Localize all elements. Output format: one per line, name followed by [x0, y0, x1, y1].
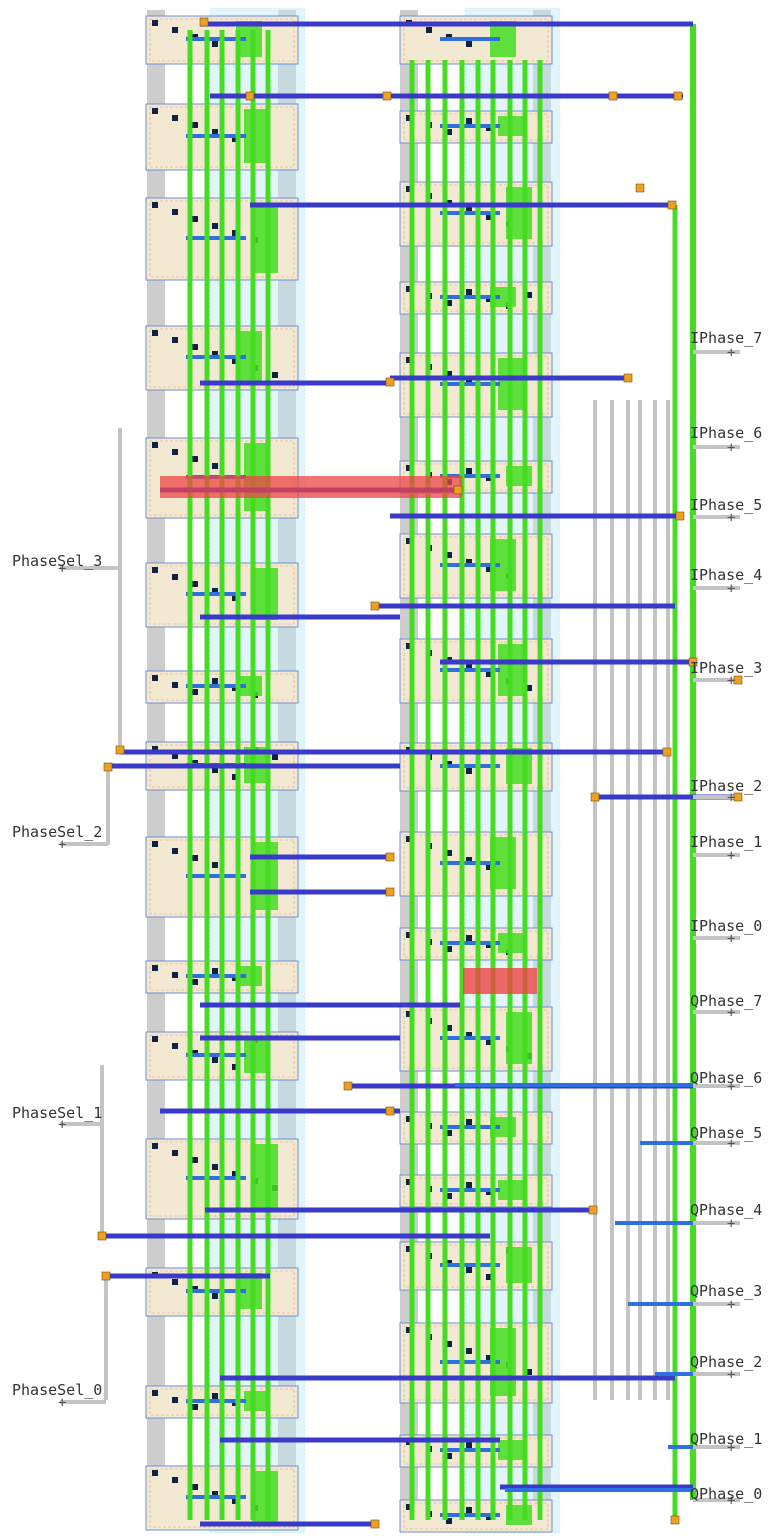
- pin-cross-marker: +: [727, 581, 735, 597]
- via: [103, 762, 113, 772]
- via: [370, 601, 380, 611]
- highlighted-net: [463, 968, 537, 994]
- via: [245, 91, 255, 101]
- pin-cross-marker: +: [727, 440, 735, 456]
- via: [382, 91, 392, 101]
- pin-cross-marker: +: [727, 1136, 735, 1152]
- via: [673, 91, 683, 101]
- pin-stubs: + + + + + + + + + + + + + + + + + + + +: [58, 345, 735, 1509]
- via: [343, 1081, 353, 1091]
- pin-label-iphase-3: IPhase_3: [690, 659, 763, 677]
- pin-label-qphase-1: QPhase_1: [690, 1430, 763, 1448]
- pin-label-qphase-6: QPhase_6: [690, 1069, 763, 1087]
- via: [385, 887, 395, 897]
- via-layer: [97, 17, 743, 1529]
- via: [453, 485, 463, 495]
- via: [675, 511, 685, 521]
- pin-label-iphase-2: IPhase_2: [690, 777, 763, 795]
- pin-cross-marker: +: [727, 345, 735, 361]
- pin-cross-marker: +: [58, 561, 66, 577]
- via: [115, 745, 125, 755]
- pin-label-qphase-0: QPhase_0: [690, 1485, 763, 1503]
- pin-cross-marker: +: [727, 1079, 735, 1095]
- via: [370, 1519, 380, 1529]
- pin-label-iphase-6: IPhase_6: [690, 424, 763, 442]
- pin-cross-marker: +: [727, 1367, 735, 1383]
- highlighted-net: [160, 476, 462, 498]
- pin-label-iphase-0: IPhase_0: [690, 917, 763, 935]
- pin-label-qphase-4: QPhase_4: [690, 1201, 763, 1219]
- pin-label-iphase-4: IPhase_4: [690, 566, 763, 584]
- pin-cross-marker: +: [727, 790, 735, 806]
- via: [608, 91, 618, 101]
- via: [623, 373, 633, 383]
- via: [385, 1106, 395, 1116]
- via: [733, 675, 743, 685]
- via: [662, 747, 672, 757]
- pin-cross-marker: +: [727, 673, 735, 689]
- pin-label-iphase-5: IPhase_5: [690, 496, 763, 514]
- via: [667, 200, 677, 210]
- pin-label-phasesel-3: PhaseSel_3: [12, 552, 103, 570]
- via: [733, 792, 743, 802]
- pin-label-qphase-5: QPhase_5: [690, 1124, 763, 1142]
- via: [385, 852, 395, 862]
- via: [670, 1515, 680, 1525]
- pin-label-iphase-7: IPhase_7: [690, 329, 763, 347]
- pin-cross-marker: +: [727, 1005, 735, 1021]
- pin-cross-marker: +: [727, 1297, 735, 1313]
- routing-layer: [60, 21, 740, 1527]
- pin-cross-marker: +: [727, 1216, 735, 1232]
- pin-label-iphase-1: IPhase_1: [690, 833, 763, 851]
- pin-cross-marker: +: [727, 510, 735, 526]
- pin-cross-marker: +: [727, 1493, 735, 1509]
- via: [688, 657, 698, 667]
- pin-label-qphase-7: QPhase_7: [690, 992, 763, 1010]
- via: [101, 1271, 111, 1281]
- via: [590, 792, 600, 802]
- via: [588, 1205, 598, 1215]
- pin-label-phasesel-1: PhaseSel_1: [12, 1104, 103, 1122]
- pin-cross-marker: +: [727, 848, 735, 864]
- via: [97, 1231, 107, 1241]
- pin-label-phasesel-0: PhaseSel_0: [12, 1381, 103, 1399]
- pin-cross-marker: +: [58, 1395, 66, 1411]
- pin-cross-marker: +: [58, 1117, 66, 1133]
- pin-cross-marker: +: [727, 931, 735, 947]
- pin-label-qphase-3: QPhase_3: [690, 1282, 763, 1300]
- pin-label-phasesel-2: PhaseSel_2: [12, 823, 103, 841]
- via: [385, 377, 395, 387]
- pin-cross-marker: +: [727, 1440, 735, 1456]
- via: [199, 17, 209, 27]
- pin-label-qphase-2: QPhase_2: [690, 1353, 763, 1371]
- pin-cross-marker: +: [58, 837, 66, 853]
- via: [635, 183, 645, 193]
